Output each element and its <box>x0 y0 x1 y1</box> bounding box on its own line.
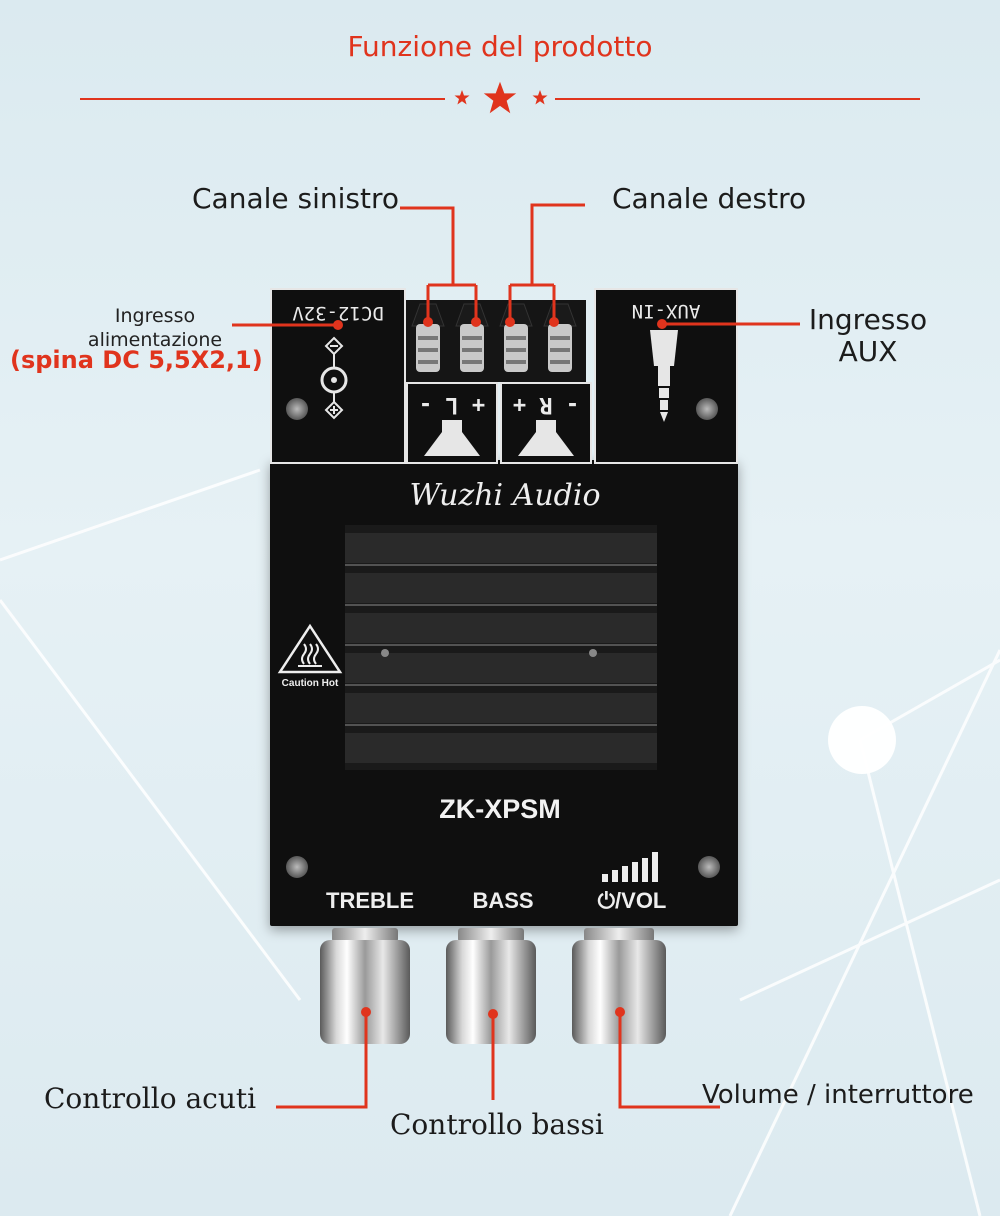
heatsink <box>345 525 657 770</box>
power-input-line1: Ingresso <box>114 305 196 327</box>
treble-control-label: Controllo acuti <box>44 1082 257 1115</box>
brand-logo: Wuzhi Audio <box>409 478 601 513</box>
power-plug-spec: (spina DC 5,5X2,1) <box>10 346 263 374</box>
star-icon <box>483 81 517 114</box>
screw-icon <box>696 398 718 420</box>
speaker-icon <box>518 420 574 456</box>
model-label: ZK-XPSM <box>439 794 561 824</box>
aux-jack-icon <box>650 330 678 422</box>
star-icon <box>454 90 470 105</box>
dc-input-panel <box>270 288 406 464</box>
aux-input-line1: Ingresso <box>808 303 928 336</box>
aux-input-label: Ingresso AUX <box>808 304 928 368</box>
bass-knob[interactable] <box>446 928 536 1044</box>
screw-icon <box>286 398 308 420</box>
volume-level-icon <box>602 852 658 882</box>
screw-icon <box>698 856 720 878</box>
bass-knob-label: BASS <box>472 888 534 913</box>
volume-knob-label: ⏻/VOL <box>597 888 667 913</box>
volume-switch-label: Volume / interruttore <box>702 1080 974 1110</box>
dc-jack-icon <box>320 336 348 420</box>
power-input-label: Ingresso alimentazione <box>40 304 270 352</box>
title-divider <box>80 98 920 100</box>
treble-knob-label: TREBLE <box>326 888 414 913</box>
bass-control-label: Controllo bassi <box>390 1108 604 1141</box>
speaker-icon <box>424 420 480 456</box>
aux-input-line2: AUX <box>838 335 898 368</box>
page-title: Funzione del prodotto <box>347 30 653 63</box>
screw-icon <box>286 856 308 878</box>
left-channel-label: Canale sinistro <box>192 182 400 215</box>
caution-hot-icon <box>277 623 343 674</box>
power-input-line2: alimentazione <box>87 329 223 351</box>
star-icon <box>532 90 548 105</box>
right-channel-label: Canale destro <box>612 182 807 215</box>
caution-label: Caution Hot <box>281 678 339 689</box>
